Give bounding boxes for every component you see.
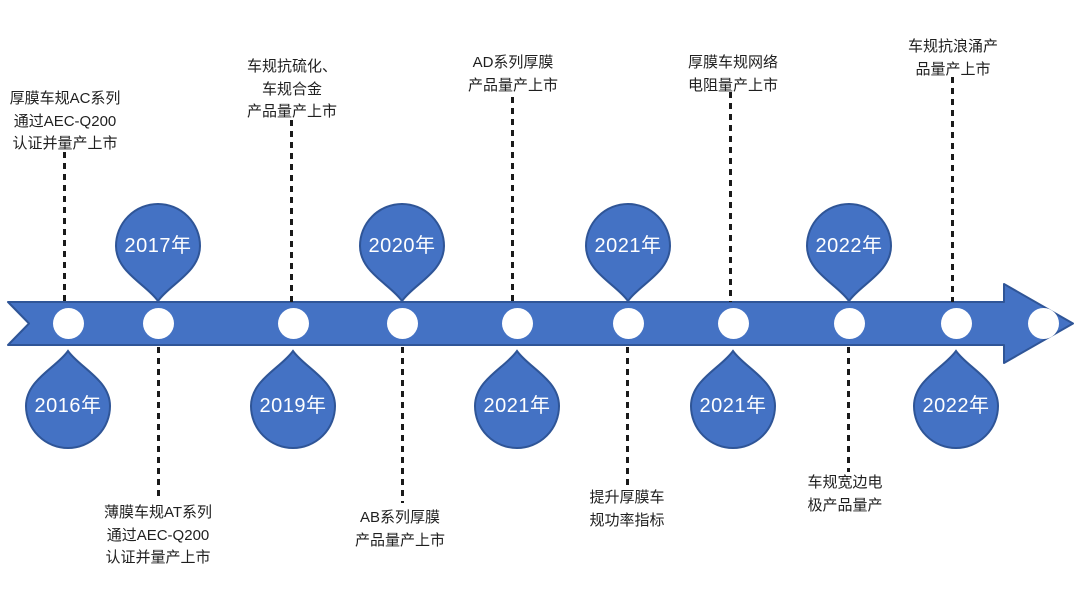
- connector-line: [400, 347, 404, 503]
- year-marker-2022-b: 2022年: [911, 349, 1001, 451]
- year-marker-2020: 2020年: [357, 201, 447, 303]
- year-label: 2022年: [922, 395, 990, 417]
- year-marker-2017: 2017年: [113, 201, 203, 303]
- connector-line: [63, 152, 66, 302]
- milestone-label: 提升厚膜车 规功率指标: [589, 489, 665, 529]
- year-label: 2021年: [699, 395, 767, 417]
- teardrop-down-icon: [114, 203, 202, 303]
- milestone-label: 车规抗浪涌产 品量产上市: [907, 38, 998, 78]
- year-label: 2016年: [34, 395, 102, 417]
- connector-line: [290, 120, 293, 302]
- milestone-label: 厚膜车规网络 电阻量产上市: [687, 54, 778, 94]
- milestone-label: 薄膜车规AT系列 通过AEC-Q200 认证并量产上市: [103, 504, 213, 566]
- year-label: 2017年: [124, 235, 192, 257]
- teardrop-up-icon: [473, 349, 561, 449]
- teardrop-up-icon: [689, 349, 777, 449]
- timeline-node: [940, 308, 972, 339]
- teardrop-down-icon: [805, 203, 893, 303]
- timeline-node: [52, 308, 84, 339]
- teardrop-up-icon: [24, 349, 112, 449]
- year-label: 2020年: [368, 235, 436, 257]
- connector-line: [950, 77, 954, 302]
- milestone-label: 车规宽边电 极产品量产: [807, 474, 883, 514]
- timeline-node: [612, 308, 644, 339]
- year-label: 2021年: [483, 395, 551, 417]
- timeline-node: [717, 308, 749, 339]
- connector-line: [626, 347, 629, 488]
- timeline-node-arrowhead: [1027, 308, 1059, 339]
- timeline-node: [277, 308, 309, 339]
- connector-line: [511, 97, 514, 302]
- teardrop-down-icon: [358, 203, 446, 303]
- year-label: 2022年: [815, 235, 883, 257]
- teardrop-down-icon: [584, 203, 672, 303]
- teardrop-up-icon: [912, 349, 1000, 449]
- timeline-node: [501, 308, 533, 339]
- connector-line: [846, 347, 850, 472]
- milestone-label: AD系列厚膜 产品量产上市: [467, 54, 558, 94]
- timeline-node: [142, 308, 174, 339]
- timeline-node: [833, 308, 865, 339]
- milestone-label: 厚膜车规AC系列 通过AEC-Q200 认证并量产上市: [9, 90, 121, 152]
- year-marker-2021-b: 2021年: [583, 201, 673, 303]
- year-marker-2016: 2016年: [23, 349, 113, 451]
- connector-line: [156, 347, 160, 500]
- timeline-node: [386, 308, 418, 339]
- year-label: 2021年: [594, 235, 662, 257]
- year-label: 2019年: [259, 395, 327, 417]
- connector-line: [729, 92, 732, 302]
- year-marker-2022-a: 2022年: [804, 201, 894, 303]
- year-marker-2019: 2019年: [248, 349, 338, 451]
- teardrop-up-icon: [249, 349, 337, 449]
- timeline-arrow-shape: [7, 283, 1074, 364]
- year-marker-2021-c: 2021年: [688, 349, 778, 451]
- milestone-label: 车规抗硫化、 车规合金 产品量产上市: [246, 58, 337, 120]
- year-marker-2021-a: 2021年: [472, 349, 562, 451]
- milestone-label: AB系列厚膜 产品量产上市: [354, 509, 445, 549]
